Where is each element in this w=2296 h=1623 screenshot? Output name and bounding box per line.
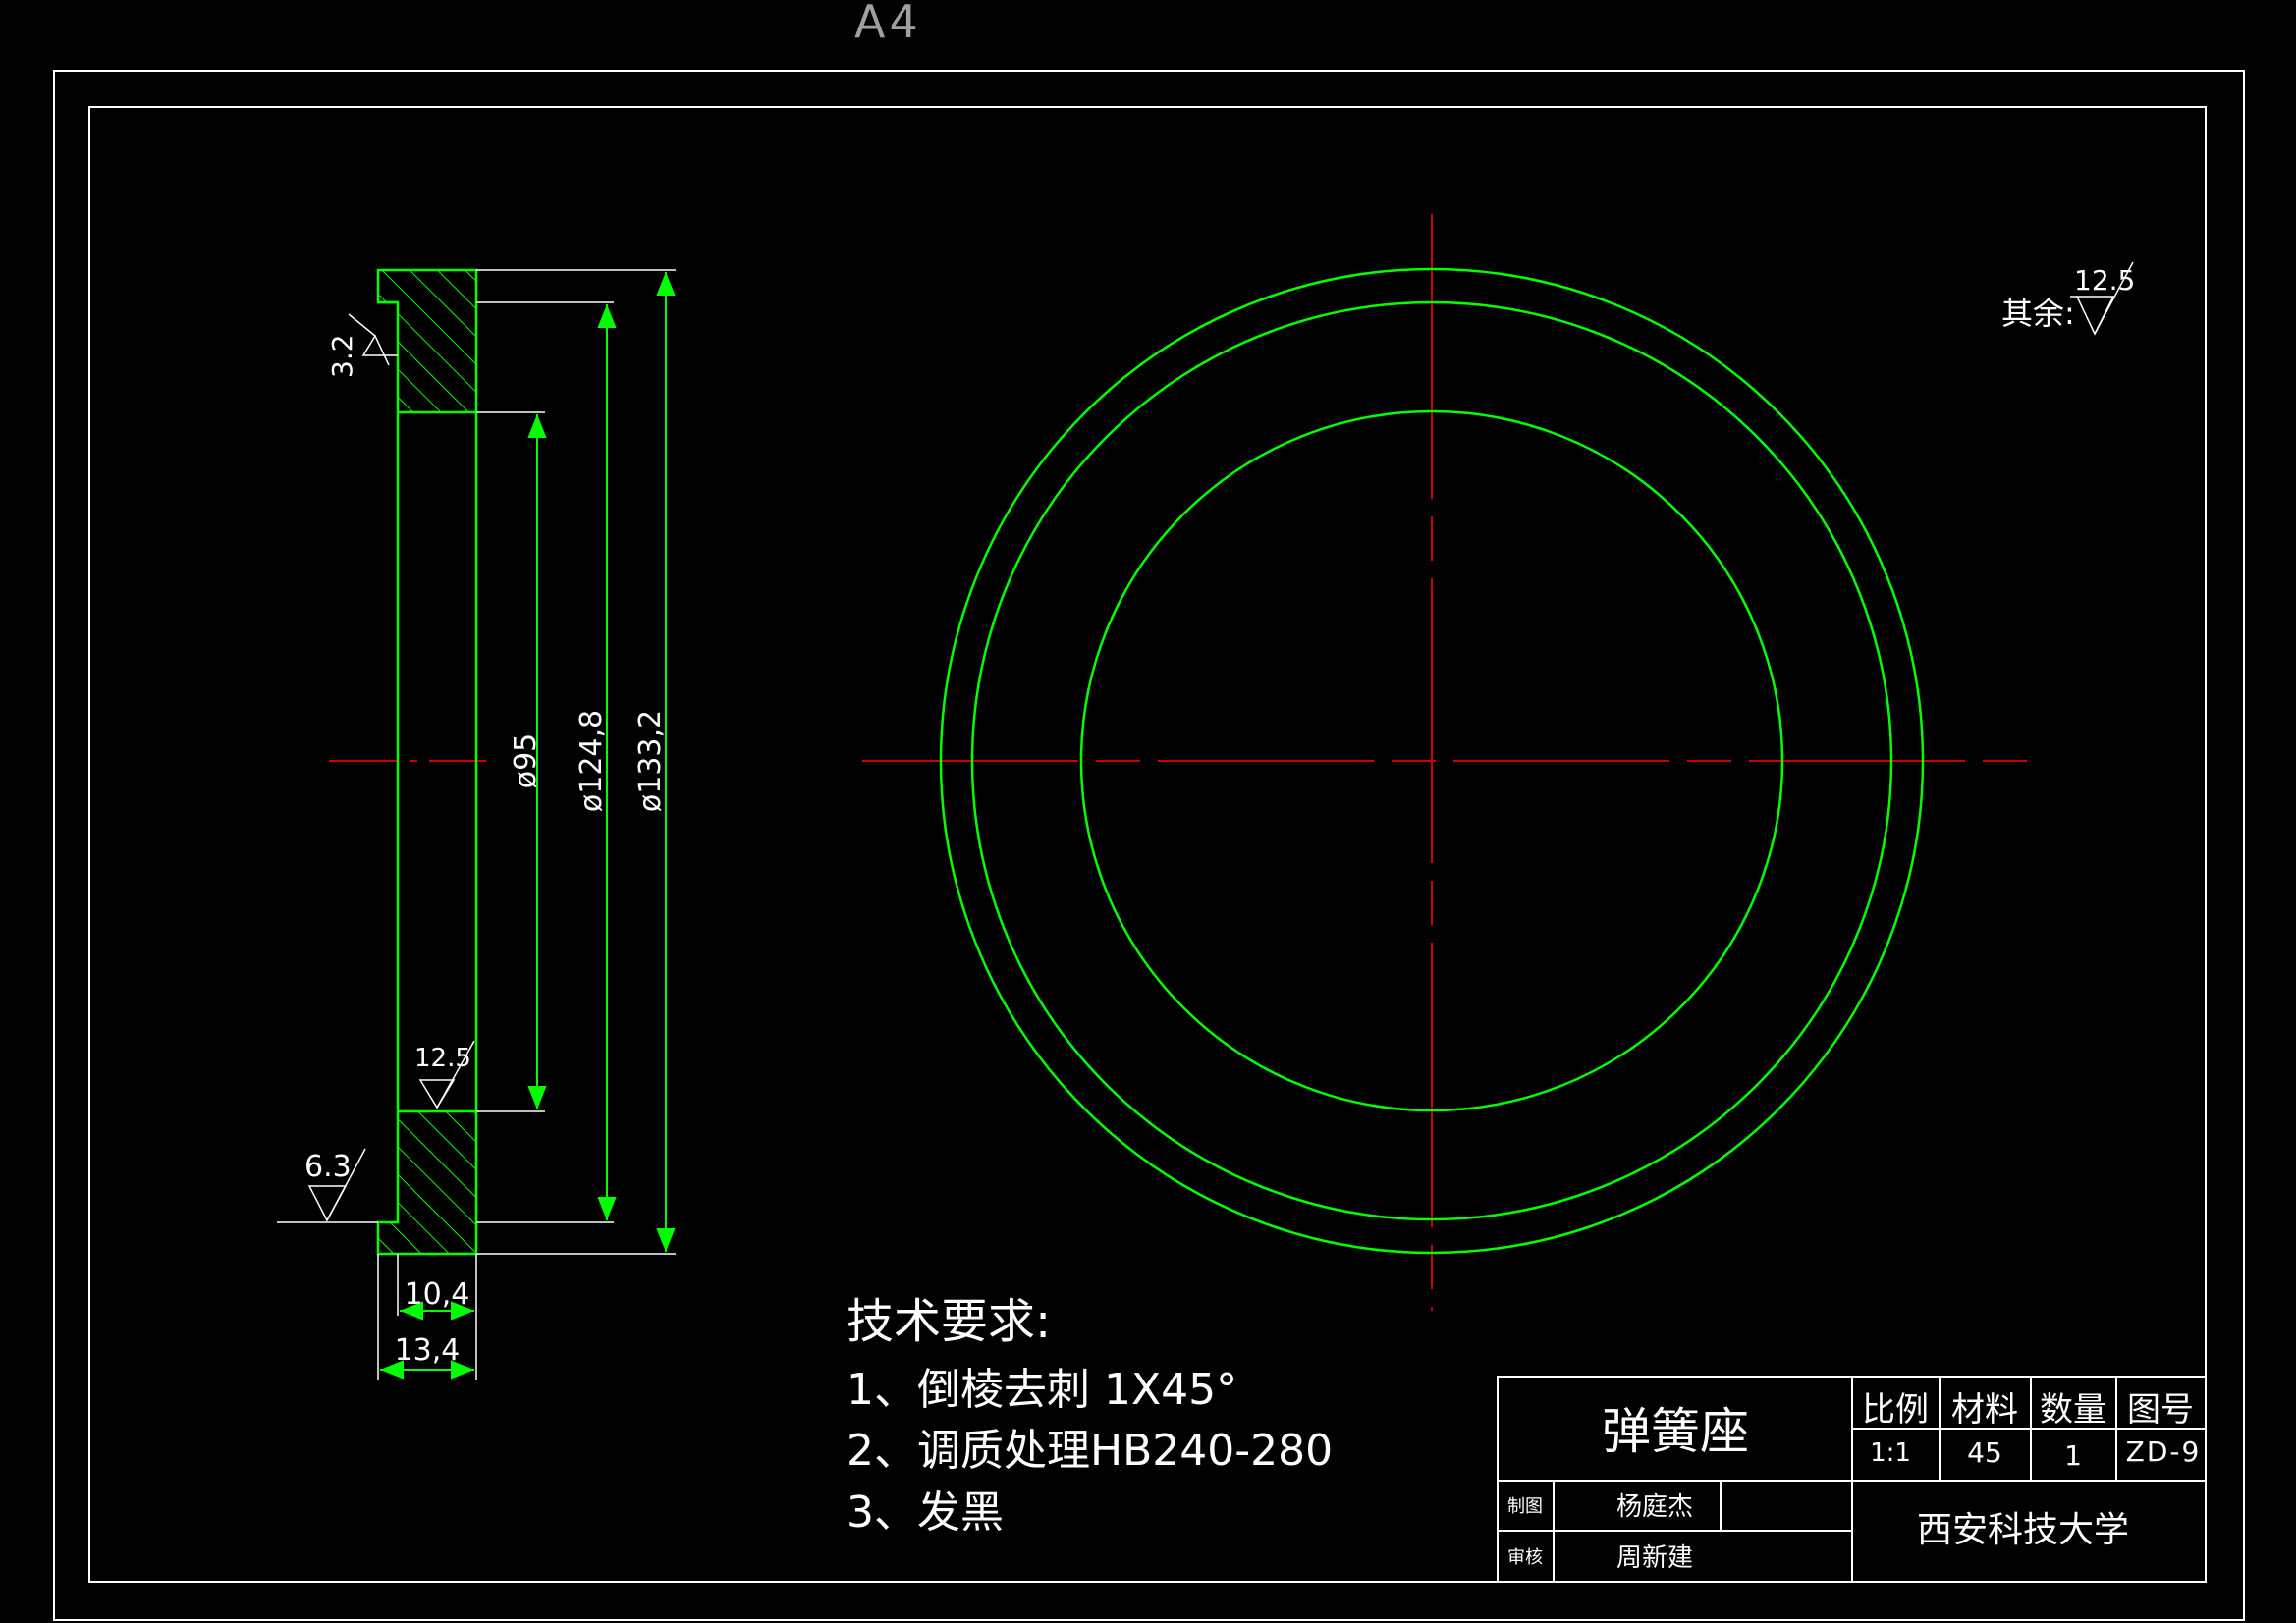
drawn-name: 杨庭杰 <box>1616 1492 1693 1522</box>
checked-name: 周新建 <box>1616 1543 1693 1573</box>
general-finish-value: 12.5 <box>2074 264 2135 297</box>
surface-finish-6-3 <box>307 1148 366 1222</box>
surface-finish-3-2-text: 3.2 <box>326 334 358 378</box>
surface-finish-12-5-inner-text: 12.5 <box>414 1044 471 1073</box>
bottom-flange-hatch <box>378 1222 476 1254</box>
value-drawing-no: ZD-9 <box>2126 1435 2202 1468</box>
circle-inner <box>1079 409 1784 1112</box>
dim-text-d95: ø95 <box>509 733 543 789</box>
section-view: ø95 ø124,8 ø133,2 10,4 13,4 3.2 12.5 6.3 <box>277 268 676 1380</box>
header-quantity: 数量 <box>2040 1390 2106 1430</box>
part-name: 弹簧座 <box>1602 1403 1749 1460</box>
front-view <box>862 214 2035 1311</box>
sheet-size-label: A4 <box>854 0 922 48</box>
dim-text-d133: ø133,2 <box>633 710 668 812</box>
extension-lines <box>277 269 676 1380</box>
tech-title: 技术要求: <box>847 1294 1051 1349</box>
checked-label: 审核 <box>1507 1547 1543 1568</box>
tech-requirements: 技术要求: 1、倒棱去刺 1X45° 2、调质处理HB240-280 3、发黑 <box>847 1294 1333 1538</box>
dim-text-w104: 10,4 <box>405 1277 470 1312</box>
drawn-label: 制图 <box>1507 1496 1543 1517</box>
institution-name: 西安科技大学 <box>1917 1510 2129 1550</box>
top-section-hatch <box>398 302 476 412</box>
tech-item-2: 2、调质处理HB240-280 <box>847 1426 1333 1476</box>
surface-finish-6-3-text: 6.3 <box>304 1150 352 1184</box>
general-finish-symbol <box>2070 261 2134 336</box>
surface-finish-12-5-inner <box>418 1040 475 1109</box>
dim-text-w134: 13,4 <box>395 1333 461 1368</box>
general-surface-finish: 其余: 12.5 <box>2001 261 2135 336</box>
top-flange-hatch <box>378 270 476 302</box>
circle-middle <box>970 300 1893 1221</box>
header-material: 材料 <box>1951 1390 2018 1430</box>
inner-frame <box>88 106 2207 1583</box>
circle-outer <box>939 267 1925 1255</box>
value-scale: 1:1 <box>1870 1438 1911 1468</box>
outer-frame <box>53 70 2245 1621</box>
value-material: 45 <box>1967 1436 2002 1469</box>
tech-item-3: 3、发黑 <box>847 1488 1004 1538</box>
header-drawing-no: 图号 <box>2127 1390 2194 1430</box>
header-scale: 比例 <box>1862 1390 1929 1430</box>
title-block <box>1497 1376 2207 1583</box>
bottom-section-hatch <box>398 1111 476 1222</box>
dim-text-d124: ø124,8 <box>574 710 609 812</box>
tech-item-1: 1、倒棱去刺 1X45° <box>847 1365 1237 1415</box>
value-quantity: 1 <box>2064 1439 2082 1472</box>
general-finish-prefix: 其余: <box>2001 295 2075 332</box>
surface-finish-3-2 <box>348 313 398 366</box>
